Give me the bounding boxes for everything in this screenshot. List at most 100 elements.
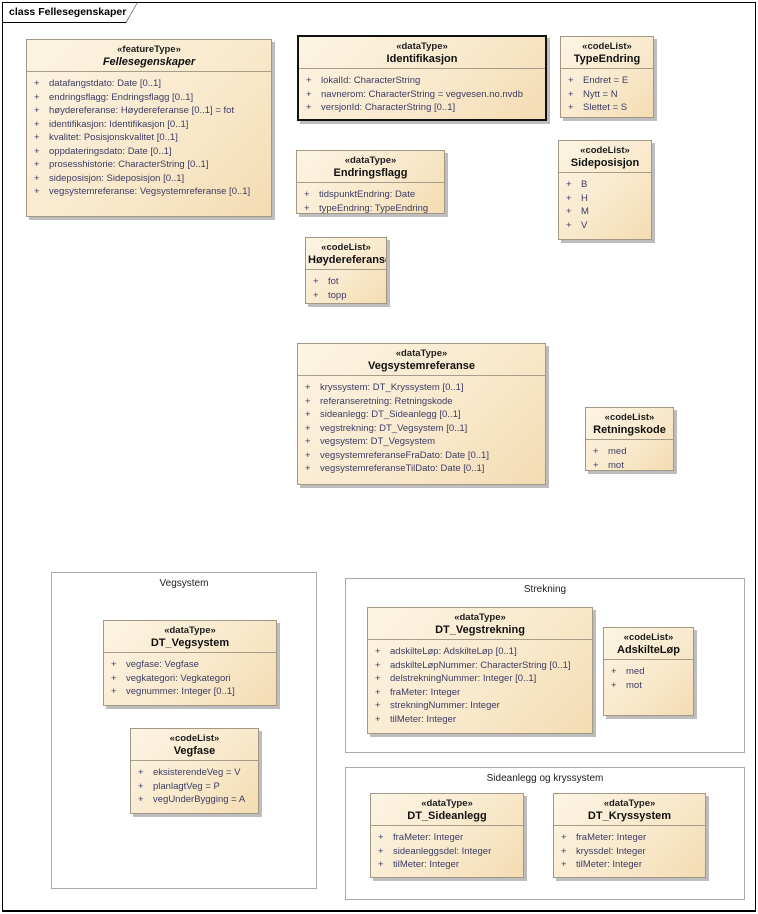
visibility-plus-icon: + bbox=[34, 159, 40, 170]
attribute-row: +sideanleggsdel: Integer bbox=[375, 845, 519, 859]
visibility-plus-icon: + bbox=[34, 118, 40, 130]
attribute-text: adskilteLøpNummer: CharacterString [0..1… bbox=[390, 659, 571, 671]
attribute-text: B bbox=[581, 179, 588, 190]
attribute-text: med bbox=[626, 666, 645, 677]
visibility-plus-icon: + bbox=[375, 673, 381, 684]
package-label: Sideanlegg og kryssystem bbox=[486, 773, 604, 784]
attribute-row: +vegstrekning: DT_Vegsystem [0..1] bbox=[302, 422, 541, 436]
class-dt-vegstrekning[interactable]: «dataType» DT_Vegstrekning +adskilteLøp:… bbox=[367, 607, 593, 734]
attribute-text: høydereferanse: Høydereferanse [0..1] = … bbox=[49, 105, 235, 116]
class-header: «dataType» DT_Sideanlegg bbox=[371, 794, 523, 825]
visibility-plus-icon: + bbox=[34, 132, 40, 143]
attribute-row: +Slettet = S bbox=[565, 101, 649, 115]
visibility-plus-icon: + bbox=[111, 659, 117, 670]
class-sideposisjon[interactable]: «codeList» Sideposisjon +B+H+M+V bbox=[558, 140, 652, 240]
visibility-plus-icon: + bbox=[566, 206, 572, 217]
attribute-row: +kvalitet: Posisjonskvalitet [0..1] bbox=[31, 131, 267, 145]
attribute-row: +fraMeter: Integer bbox=[558, 831, 701, 845]
visibility-plus-icon: + bbox=[306, 75, 312, 86]
class-retningskode[interactable]: «codeList» Retningskode +med+mot bbox=[585, 407, 674, 471]
visibility-plus-icon: + bbox=[378, 859, 384, 870]
attribute-row: +identifikasjon: Identifikasjon [0..1] bbox=[31, 118, 267, 132]
visibility-plus-icon: + bbox=[305, 409, 311, 420]
attribute-text: kryssystem: DT_Kryssystem [0..1] bbox=[320, 382, 464, 393]
visibility-plus-icon: + bbox=[375, 686, 381, 698]
stereotype-label: «dataType» bbox=[421, 798, 473, 809]
visibility-plus-icon: + bbox=[566, 179, 572, 190]
class-name: DT_Sideanlegg bbox=[407, 810, 487, 822]
attribute-text: vegkategori: Vegkategori bbox=[126, 672, 231, 684]
attribute-row: +datafangstdato: Date [0..1] bbox=[31, 77, 267, 91]
attribute-text: tilMeter: Integer bbox=[576, 859, 642, 870]
visibility-plus-icon: + bbox=[138, 794, 144, 805]
class-header: «codeList» TypeEndring bbox=[561, 37, 653, 68]
visibility-plus-icon: + bbox=[305, 449, 311, 461]
class-name: Retningskode bbox=[593, 424, 666, 436]
visibility-plus-icon: + bbox=[375, 646, 381, 657]
visibility-plus-icon: + bbox=[111, 686, 117, 697]
attribute-text: vegsystemreferanseTilDato: Date [0..1] bbox=[320, 463, 485, 474]
attribute-row: +adskilteLøpNummer: CharacterString [0..… bbox=[372, 659, 588, 673]
class-identifikasjon[interactable]: «dataType» Identifikasjon +lokalId: Char… bbox=[297, 35, 547, 121]
class-header: «dataType» DT_Kryssystem bbox=[554, 794, 705, 825]
attribute-row: +sideposisjon: Sideposisjon [0..1] bbox=[31, 172, 267, 186]
attribute-row: +vegnummer: Integer [0..1] bbox=[108, 685, 272, 699]
attribute-text: typeEndring: TypeEndring bbox=[319, 202, 429, 214]
visibility-plus-icon: + bbox=[566, 192, 572, 204]
class-dt-vegsystem[interactable]: «dataType» DT_Vegsystem +vegfase: Vegfas… bbox=[103, 620, 277, 706]
attribute-text: Nytt = N bbox=[583, 88, 618, 100]
visibility-plus-icon: + bbox=[561, 859, 567, 870]
attribute-row: +fot bbox=[310, 275, 382, 289]
visibility-plus-icon: + bbox=[305, 422, 311, 434]
attribute-text: fraMeter: Integer bbox=[390, 686, 461, 698]
attribute-row: +vegkategori: Vegkategori bbox=[108, 672, 272, 686]
stereotype-label: «dataType» bbox=[344, 155, 397, 166]
attribute-row: +prosesshistorie: CharacterString [0..1] bbox=[31, 158, 267, 172]
attribute-row: +vegfase: Vegfase bbox=[108, 658, 272, 672]
class-typeendring[interactable]: «codeList» TypeEndring +Endret = E+Nytt … bbox=[560, 36, 654, 118]
class-fellesegenskaper[interactable]: «featureType» Fellesegenskaper +datafang… bbox=[26, 39, 272, 217]
visibility-plus-icon: + bbox=[306, 102, 312, 113]
attributes-compartment: +tidspunktEndring: Date+typeEndring: Typ… bbox=[297, 182, 444, 214]
class-name: AdskilteLøp bbox=[617, 644, 680, 656]
visibility-plus-icon: + bbox=[306, 88, 312, 100]
visibility-plus-icon: + bbox=[138, 780, 144, 792]
class-hoydereferanse[interactable]: «codeList» Høydereferanse +fot+topp bbox=[305, 237, 387, 304]
attribute-row: +adskilteLøp: AdskilteLøp [0..1] bbox=[372, 645, 588, 659]
attributes-compartment: +fot+topp bbox=[306, 269, 386, 303]
attribute-text: Endret = E bbox=[583, 75, 629, 86]
attributes-compartment: +vegfase: Vegfase+vegkategori: Vegkatego… bbox=[104, 652, 276, 705]
attribute-row: +mot bbox=[590, 459, 669, 471]
attribute-text: tidspunktEndring: Date bbox=[319, 189, 416, 200]
attribute-text: delstrekningNummer: Integer [0..1] bbox=[390, 673, 537, 684]
attribute-text: versjonId: CharacterString [0..1] bbox=[321, 102, 456, 113]
attribute-row: +kryssystem: DT_Kryssystem [0..1] bbox=[302, 381, 541, 395]
visibility-plus-icon: + bbox=[34, 186, 40, 197]
visibility-plus-icon: + bbox=[568, 75, 574, 86]
class-header: «dataType» Identifikasjon bbox=[299, 37, 545, 68]
class-vegfase[interactable]: «codeList» Vegfase +eksisterendeVeg = V+… bbox=[130, 728, 259, 814]
attribute-text: fot bbox=[328, 276, 339, 287]
attributes-compartment: +fraMeter: Integer+sideanleggsdel: Integ… bbox=[371, 825, 523, 877]
class-name: Vegsystemreferanse bbox=[367, 360, 475, 372]
class-vegsystemreferanse[interactable]: «dataType» Vegsystemreferanse +kryssyste… bbox=[297, 343, 546, 485]
attribute-text: strekningNummer: Integer bbox=[390, 700, 500, 711]
attribute-text: topp bbox=[328, 289, 347, 301]
class-name: Høydereferanse bbox=[308, 254, 387, 266]
attribute-row: +vegsystemreferanse: Vegsystemreferanse … bbox=[31, 185, 267, 199]
class-adskiltelop[interactable]: «codeList» AdskilteLøp +med+mot bbox=[603, 627, 694, 716]
attribute-row: +vegsystem: DT_Vegsystem bbox=[302, 435, 541, 449]
class-endringsflagg[interactable]: «dataType» Endringsflagg +tidspunktEndri… bbox=[296, 150, 445, 214]
attribute-text: vegsystemreferanseFraDato: Date [0..1] bbox=[320, 449, 489, 461]
class-dt-kryssystem[interactable]: «dataType» DT_Kryssystem +fraMeter: Inte… bbox=[553, 793, 706, 878]
visibility-plus-icon: + bbox=[34, 172, 40, 184]
visibility-plus-icon: + bbox=[561, 832, 567, 843]
class-dt-sideanlegg[interactable]: «dataType» DT_Sideanlegg +fraMeter: Inte… bbox=[370, 793, 524, 878]
attribute-text: referanseretning: Retningskode bbox=[320, 395, 453, 407]
attributes-compartment: +B+H+M+V bbox=[559, 172, 651, 239]
visibility-plus-icon: + bbox=[561, 845, 567, 857]
visibility-plus-icon: + bbox=[304, 202, 310, 214]
class-name: Sideposisjon bbox=[570, 157, 640, 169]
attribute-row: +B bbox=[563, 178, 647, 192]
stereotype-label: «dataType» bbox=[395, 348, 448, 359]
